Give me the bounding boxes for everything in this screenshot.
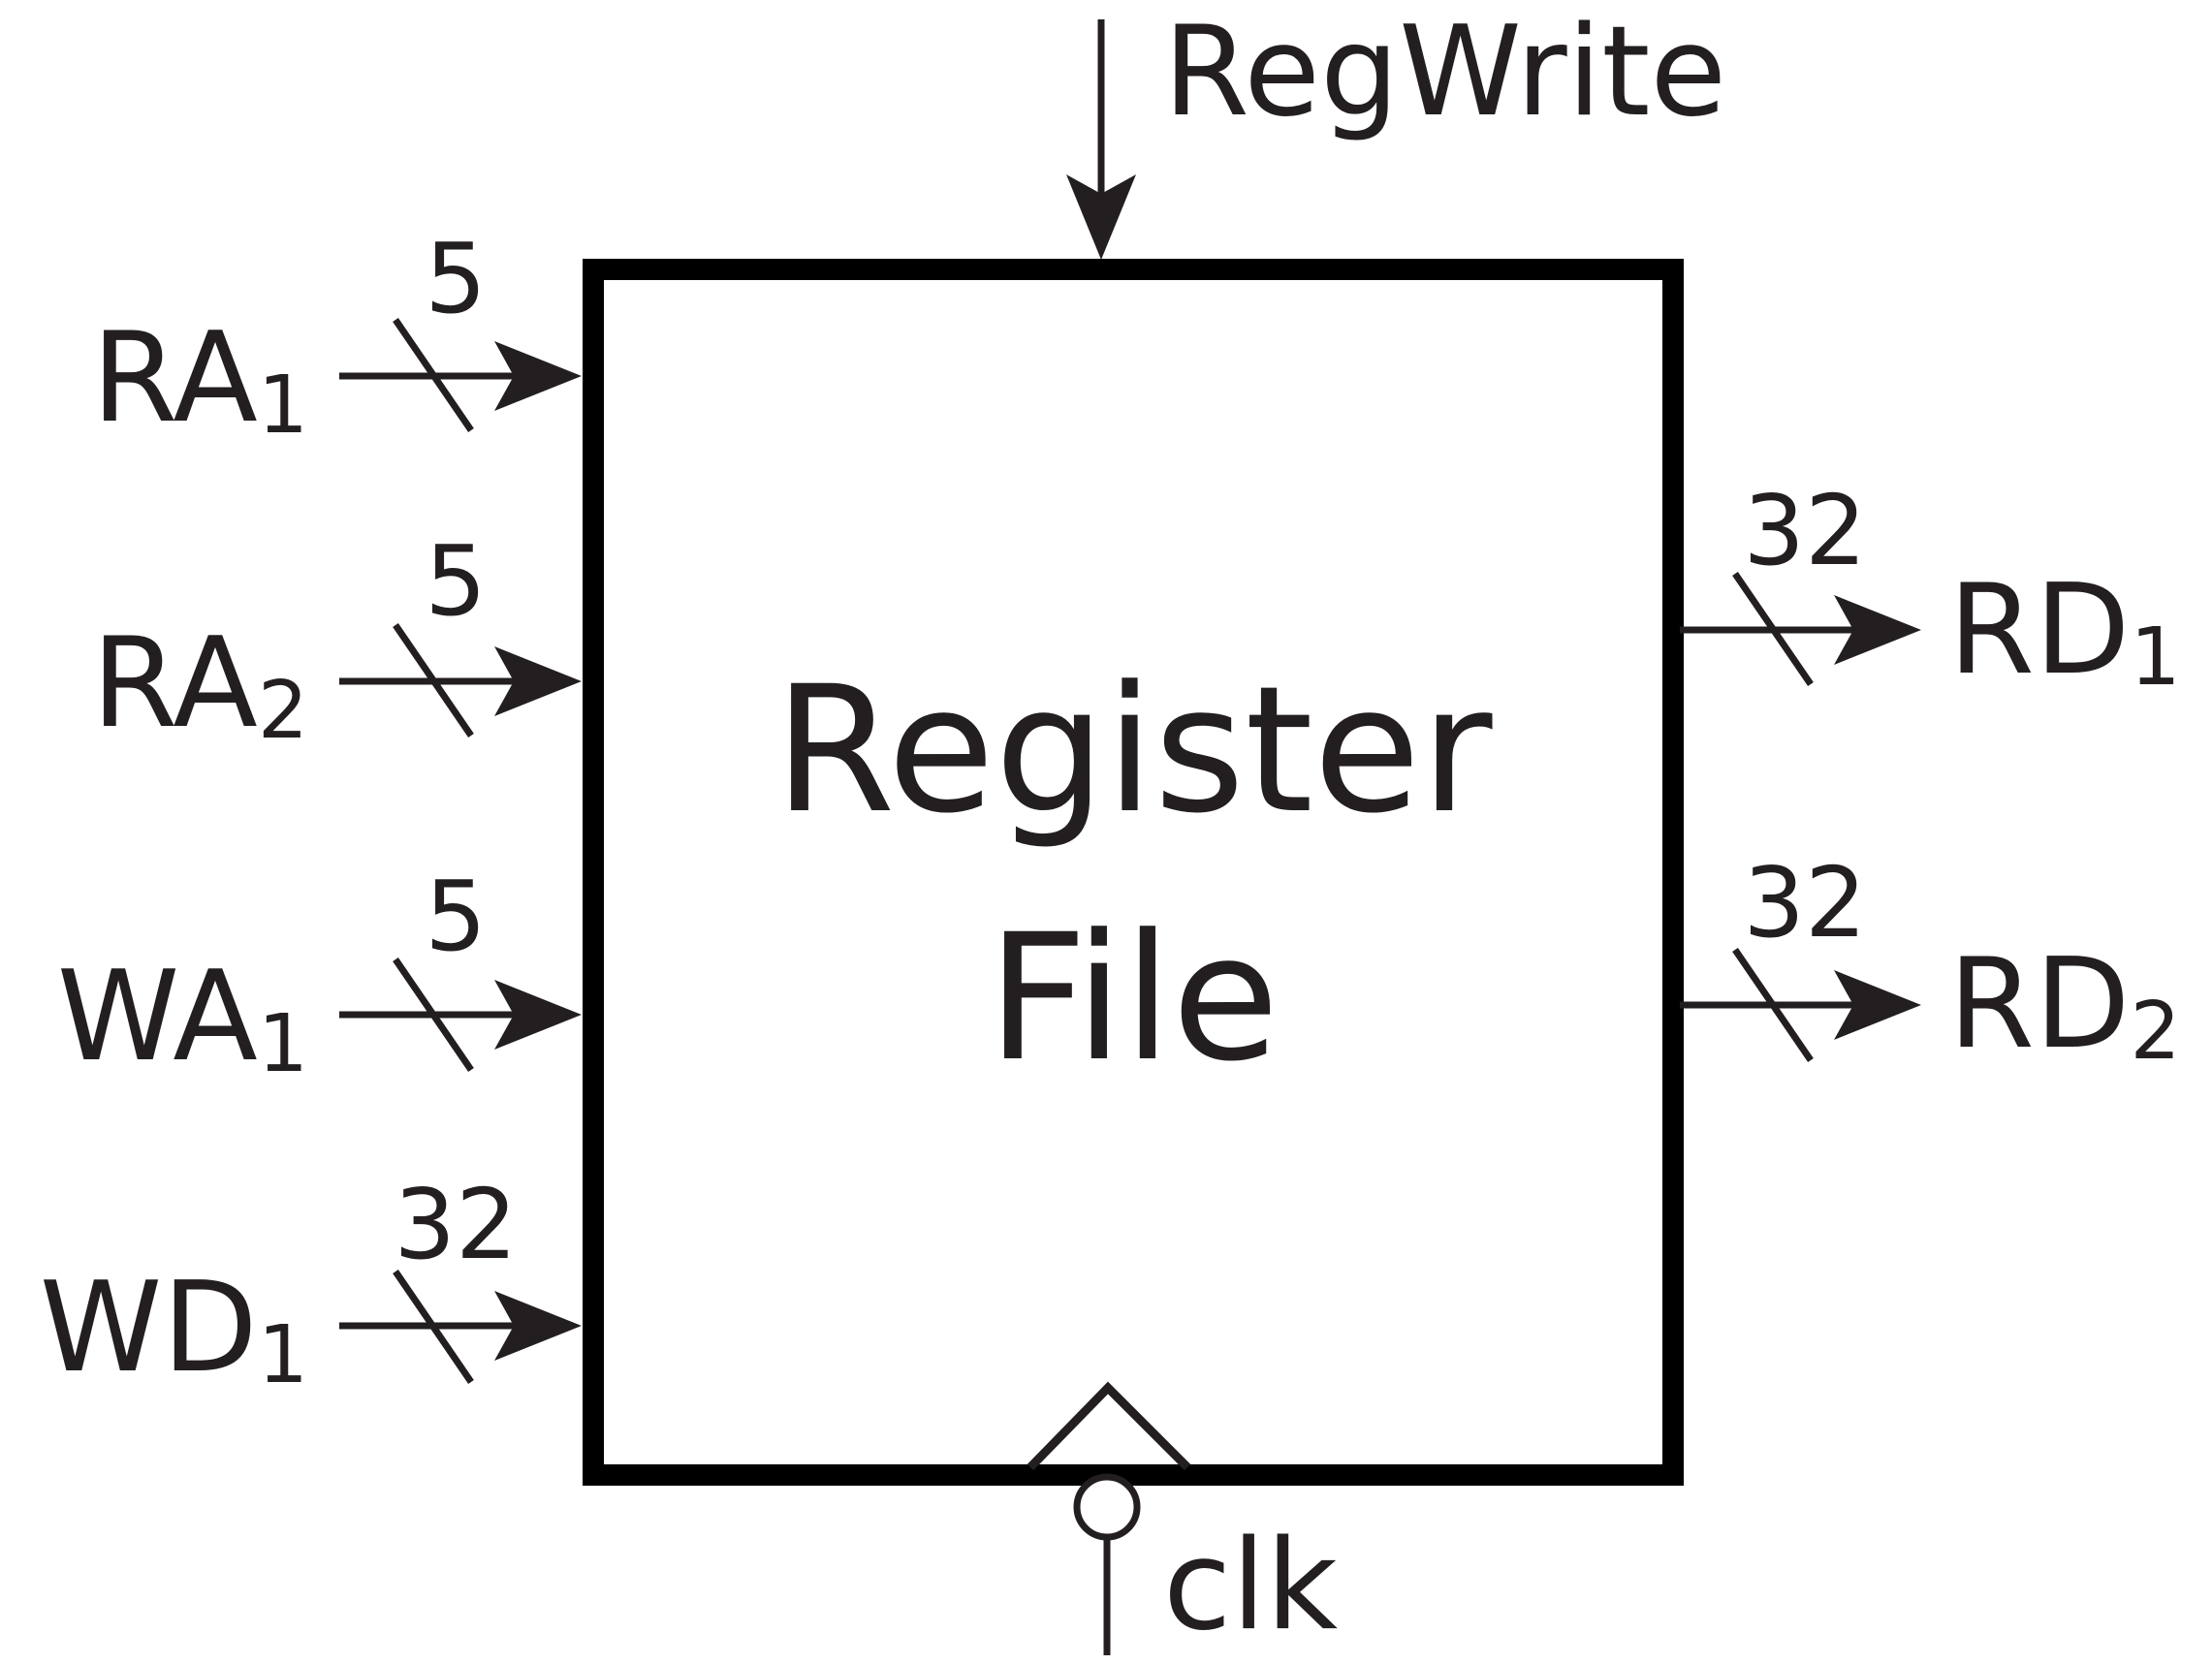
input-name-sub: 1 [258,998,308,1090]
block-title-line2: File [987,897,1279,1100]
input-name-main: WD [40,1256,258,1400]
bus-width-label: 5 [425,222,487,335]
input-wa1: 5 WA1 [57,860,582,1090]
register-file-box [583,259,1684,1486]
input-name-main: WA [57,945,258,1089]
bus-slash [393,623,474,738]
input-arrowhead [494,646,582,716]
input-arrowhead [494,1291,582,1361]
regwrite-input: RegWrite [1066,0,1726,260]
input-name: RA2 [92,612,308,757]
input-name: WD1 [40,1256,308,1401]
bus-width-label: 32 [1743,846,1866,959]
output-rd2: 32 RD2 [1680,846,2181,1078]
output-name: RD2 [1948,932,2181,1078]
clock-input: clk [1027,1381,1338,1658]
input-name-sub: 1 [258,360,308,452]
regwrite-arrowhead [1066,174,1136,260]
input-name: WA1 [57,945,308,1090]
input-ra1: 5 RA1 [92,222,582,452]
input-arrowhead [494,341,582,411]
output-arrowhead [1834,970,1921,1040]
regwrite-label: RegWrite [1163,0,1726,144]
bus-slash [393,1270,474,1384]
output-name-main: RD [1948,932,2131,1077]
output-name: RD1 [1948,558,2181,704]
block-title-line1: Register [774,649,1492,852]
clock-label: clk [1163,1514,1338,1658]
clock-inversion-bubble [1073,1473,1141,1541]
bus-slash [393,958,474,1072]
bus-width-label: 32 [394,1168,517,1281]
input-name-sub: 2 [258,665,308,757]
input-arrowhead [494,980,582,1050]
bus-width-label: 5 [425,524,487,638]
bus-slash [1732,948,1814,1062]
output-rd1: 32 RD1 [1680,474,2181,704]
input-name-sub: 1 [258,1309,308,1401]
bus-slash [1732,572,1814,686]
input-ra2: 5 RA2 [92,524,582,757]
input-name: RA1 [92,306,308,452]
bus-width-label: 32 [1743,474,1866,587]
clock-edge-triangle [1027,1381,1191,1471]
output-name-sub: 2 [2131,986,2181,1078]
input-name-main: RA [92,306,258,451]
input-name-main: RA [92,612,258,756]
output-arrowhead [1834,595,1921,665]
input-wd1: 32 WD1 [40,1168,582,1401]
output-name-main: RD [1948,558,2131,703]
output-name-sub: 1 [2131,612,2181,704]
bus-slash [393,318,474,432]
bus-width-label: 5 [425,860,487,973]
